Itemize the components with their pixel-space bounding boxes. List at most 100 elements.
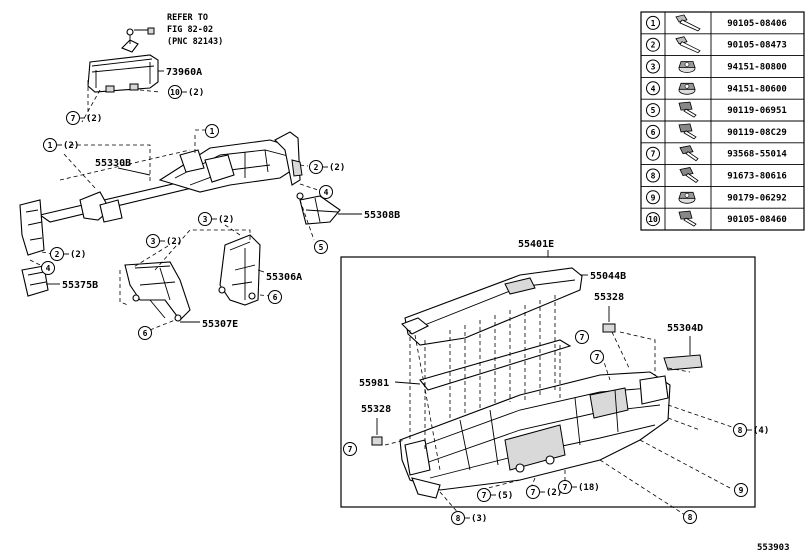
callout-c-top-1: 1 — [205, 124, 219, 138]
bolt-icon — [678, 123, 697, 140]
callout-c-airbag-10: 10 (2) — [168, 85, 204, 99]
callout-quantity: (2) — [166, 237, 182, 247]
callout-quantity: (4) — [753, 426, 769, 436]
callout-c-panel-7c: 7 — [343, 442, 357, 456]
callout-c-bot-8c: 8 — [683, 510, 697, 524]
label-55328-upper: 55328 — [594, 292, 624, 303]
label-73960A: 73960A — [166, 67, 202, 78]
table-row-part-number: 94151-80600 — [727, 84, 787, 94]
callout-c-panel-7b: 7 — [590, 350, 604, 364]
callout-quantity: (2) — [218, 215, 234, 225]
callout-number: 2 — [55, 250, 60, 259]
callout-quantity: (2) — [546, 488, 562, 498]
table-row-part-number: 90179-06292 — [727, 193, 787, 203]
callout-quantity: (2) — [329, 163, 345, 173]
callout-c-left-1: 1 (2) — [43, 138, 79, 152]
diagram-id: 553903 — [757, 543, 790, 553]
table-row-part-number: 93568-55014 — [727, 150, 787, 160]
table-row-number: 5 — [651, 106, 656, 115]
screw-icon — [679, 145, 699, 162]
callout-number: 5 — [319, 243, 324, 252]
instrument-panel-part — [399, 371, 671, 499]
table-row: 8 91673-80616 — [641, 164, 804, 184]
callout-quantity: (2) — [86, 114, 102, 124]
table-row: 9 90179-06292 — [641, 185, 804, 205]
label-55330B: 55330B — [95, 158, 131, 169]
callout-c-airbag-7: 7 (2) — [66, 111, 102, 125]
label-55328-lower: 55328 — [361, 404, 391, 415]
label-55981: 55981 — [359, 378, 389, 389]
callout-c-left-2: 2 (2) — [50, 247, 86, 261]
callout-number: 7 — [531, 488, 536, 497]
bolt-icon — [678, 101, 697, 118]
callout-c-mid-3b: 3 (2) — [198, 212, 234, 226]
table-row-part-number: 90119-06951 — [727, 106, 787, 116]
long-bolt-icon — [675, 14, 701, 32]
screw-icon — [679, 167, 699, 184]
callout-c-left-4: 4 — [41, 261, 55, 275]
table-row: 1 90105-08406 — [646, 14, 787, 32]
callout-number: 4 — [324, 188, 329, 197]
table-row: 5 90119-06951 — [641, 98, 804, 118]
flange-nut-icon — [678, 61, 696, 73]
callout-c-bot-7b: 7 (2) — [526, 485, 562, 499]
callout-c-mid-6a: 6 — [268, 290, 282, 304]
table-row-number: 2 — [651, 41, 656, 50]
callout-quantity: (2) — [63, 141, 79, 151]
table-row: 4 94151-80600 — [641, 76, 804, 96]
callout-number: 7 — [580, 333, 585, 342]
callout-number: 7 — [348, 445, 353, 454]
label-55306A: 55306A — [266, 272, 302, 283]
table-row-number: 6 — [651, 128, 656, 137]
callout-quantity: (18) — [578, 483, 600, 493]
label-55044B: 55044B — [590, 271, 626, 282]
refer-note-line3: (PNC 82143) — [167, 37, 223, 47]
label-55375B: 55375B — [62, 280, 98, 291]
callout-c-bot-7a: 7(5) — [477, 488, 513, 502]
callout-c-mid-3a: 3(2) — [146, 234, 182, 248]
label-55307E: 55307E — [202, 319, 238, 330]
callout-number: 6 — [273, 293, 278, 302]
callout-number: 3 — [203, 215, 208, 224]
callout-quantity: (2) — [70, 250, 86, 260]
callout-c-panel-8a: 8 (4) — [733, 423, 769, 437]
label-55308B: 55308B — [364, 210, 400, 221]
callout-number: 10 — [170, 88, 180, 97]
reinforcement-part — [19, 131, 341, 297]
table-row-part-number: 90105-08460 — [727, 215, 787, 225]
table-row-number: 4 — [651, 84, 656, 93]
callout-c-panel-7a: 7 — [575, 330, 589, 344]
callout-c-mid-6b: 6 — [138, 326, 152, 340]
cover-part — [663, 354, 703, 371]
callout-number: 6 — [143, 329, 148, 338]
table-row-number: 1 — [651, 19, 656, 28]
callout-number: 2 — [314, 163, 319, 172]
table-row-part-number: 90105-08406 — [727, 19, 787, 29]
callout-number: 1 — [48, 141, 53, 150]
table-row-number: 8 — [651, 172, 656, 181]
refer-note-line1: REFER TO — [167, 13, 208, 23]
label-55401E: 55401E — [518, 239, 554, 250]
callout-quantity: (2) — [188, 88, 204, 98]
callout-number: 8 — [456, 514, 461, 523]
table-row-part-number: 91673-80616 — [727, 172, 787, 182]
braces-part — [124, 234, 261, 322]
callout-number: 8 — [738, 426, 743, 435]
callout-c-bot-7c: 7(18) — [558, 480, 600, 494]
airbag-part — [87, 27, 159, 93]
table-row-number: 9 — [651, 193, 656, 202]
callout-c-right-2: 2 (2) — [309, 160, 345, 174]
callout-number: 4 — [46, 264, 51, 273]
callout-number: 7 — [482, 491, 487, 500]
callout-number: 7 — [71, 114, 76, 123]
refer-note-line2: FIG 82-02 — [167, 25, 213, 35]
label-55304D: 55304D — [667, 323, 703, 334]
